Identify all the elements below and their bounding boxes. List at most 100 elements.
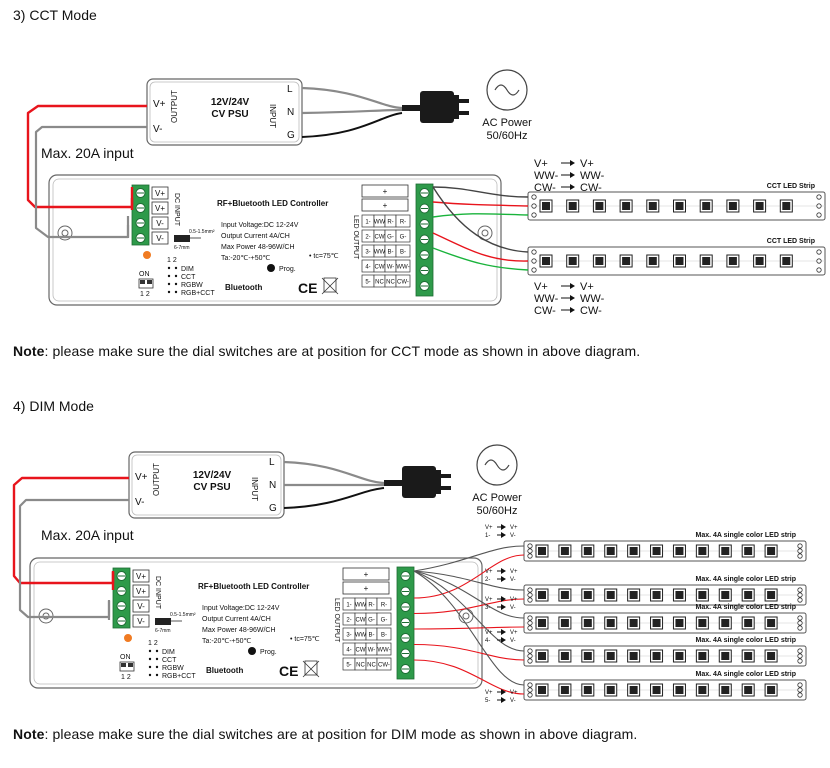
input-label-box xyxy=(132,569,150,583)
output-cell-label: CW xyxy=(356,618,366,624)
led-chip-core xyxy=(606,547,615,555)
output-cell-label: WW xyxy=(355,603,367,609)
solder-pad xyxy=(531,249,537,255)
solder-pad xyxy=(816,267,822,273)
input-pin-label: V- xyxy=(137,602,145,611)
wire-N xyxy=(301,108,403,115)
led-chip-core xyxy=(629,547,638,555)
input-pin-label: V+ xyxy=(155,204,165,213)
switch-mode-label: RGB+CCT xyxy=(162,673,196,680)
controller-spec: Output Current 4A/CH xyxy=(221,233,290,240)
plus-box xyxy=(361,184,409,198)
led-chip-core xyxy=(652,547,661,555)
strip2-pin-arrow-head xyxy=(570,295,575,301)
input-pin-label: V- xyxy=(156,234,164,243)
dim-pin-out: V+ xyxy=(510,630,518,636)
strip2-pin-out: CW- xyxy=(580,305,602,317)
dim-pin-arrow-head xyxy=(501,524,506,530)
strip1-pin-out: V+ xyxy=(580,158,594,170)
led-chip-core xyxy=(652,619,661,627)
dim-pin-in: V+ xyxy=(485,569,493,575)
plug-collar xyxy=(436,470,441,494)
led-chip-core xyxy=(767,619,776,627)
led-chip-core xyxy=(629,652,638,660)
psu-input-label: INPUT xyxy=(250,477,259,501)
solder-pad xyxy=(797,648,803,654)
led-chip-core xyxy=(560,652,569,660)
led-chip-core xyxy=(560,591,569,599)
output-cell-label: WW xyxy=(374,250,386,256)
status-led xyxy=(124,634,132,642)
mounting-hole-inner xyxy=(481,229,489,237)
output-cell-label: WW xyxy=(374,220,386,226)
wire-dim-neg xyxy=(413,554,525,599)
controller-spec: Input Voltage:DC 12-24V xyxy=(202,605,280,612)
output-cell-label: CW xyxy=(375,235,385,241)
led-chip-core xyxy=(542,202,550,210)
solder-pad xyxy=(527,548,533,554)
switch-pos-dot xyxy=(155,649,159,653)
solder-pad xyxy=(797,548,803,554)
switch-mode-label: RGB+CCT xyxy=(181,290,215,297)
led-chip-core xyxy=(538,547,546,555)
dial-switch-knob xyxy=(147,280,152,284)
strip1-pin-in: WW- xyxy=(534,170,559,182)
led-chip-core xyxy=(767,547,776,555)
dim-pin-arrow-head xyxy=(501,532,506,538)
weee-cross xyxy=(302,660,320,678)
input-label-box xyxy=(132,584,150,598)
switch-pos-dot xyxy=(167,290,171,294)
wire-dim-neg xyxy=(413,643,525,661)
dim-pin-out: V- xyxy=(510,533,516,539)
switch-pos-dot xyxy=(174,274,178,278)
solder-pad xyxy=(797,682,803,688)
led-chip-core xyxy=(538,652,546,660)
strip2-pin-arrow-head xyxy=(570,283,575,289)
dim-pin-in: 5- xyxy=(485,698,490,704)
switch-pos-dot xyxy=(148,649,152,653)
sine-wave-icon xyxy=(494,84,520,96)
output-cell-label: 2- xyxy=(346,618,351,624)
led-chip-core xyxy=(782,257,791,265)
led-chip-core xyxy=(622,257,631,265)
psu-vminus: V- xyxy=(135,497,144,508)
led-chip-core xyxy=(782,202,791,210)
input-label-box xyxy=(132,614,150,628)
dim-pin-in: V+ xyxy=(485,525,493,531)
led-chip-core xyxy=(702,257,711,265)
output-cell-label: CW xyxy=(356,648,366,654)
solder-pad xyxy=(527,682,533,688)
wire-strip2-ww xyxy=(432,232,529,262)
led-chip-core xyxy=(675,547,684,555)
led-chip-core xyxy=(538,686,546,694)
strip-label: CCT LED Strip xyxy=(767,183,815,190)
dim-pin-arrow-head xyxy=(501,596,506,602)
psu-L: L xyxy=(287,84,293,95)
led-chip-core xyxy=(583,652,592,660)
psu-inner xyxy=(149,81,300,143)
note-text: : please make sure the dial switches are… xyxy=(44,726,638,742)
led-chip-core xyxy=(675,619,684,627)
wire-length-label: 6-7mm xyxy=(155,628,171,634)
controller-name: RF+Bluetooth LED Controller xyxy=(217,199,328,208)
input-pin-label: V- xyxy=(137,617,145,626)
led-chip-core xyxy=(606,652,615,660)
wire-spec-label: 0.5-1.5mm² xyxy=(170,612,196,618)
led-chip-core xyxy=(698,619,707,627)
led-chip-core xyxy=(767,652,776,660)
led-chip-core xyxy=(568,257,577,265)
strip2-pin-in: WW- xyxy=(534,293,559,305)
switch-pos-dot xyxy=(148,657,152,661)
dim-pin-out: V+ xyxy=(510,597,518,603)
wire-L xyxy=(301,86,403,110)
dim-pin-arrow-head xyxy=(501,637,506,643)
input-pin-label: V- xyxy=(156,219,164,228)
psu-G: G xyxy=(287,130,295,141)
input-terminal xyxy=(112,567,131,629)
strip1-pin-in: CW- xyxy=(534,182,556,194)
led-chip-core xyxy=(728,202,737,210)
output-cell-label: 4- xyxy=(365,265,370,271)
led-chip-core xyxy=(755,202,764,210)
psu-vminus: V- xyxy=(153,124,162,135)
